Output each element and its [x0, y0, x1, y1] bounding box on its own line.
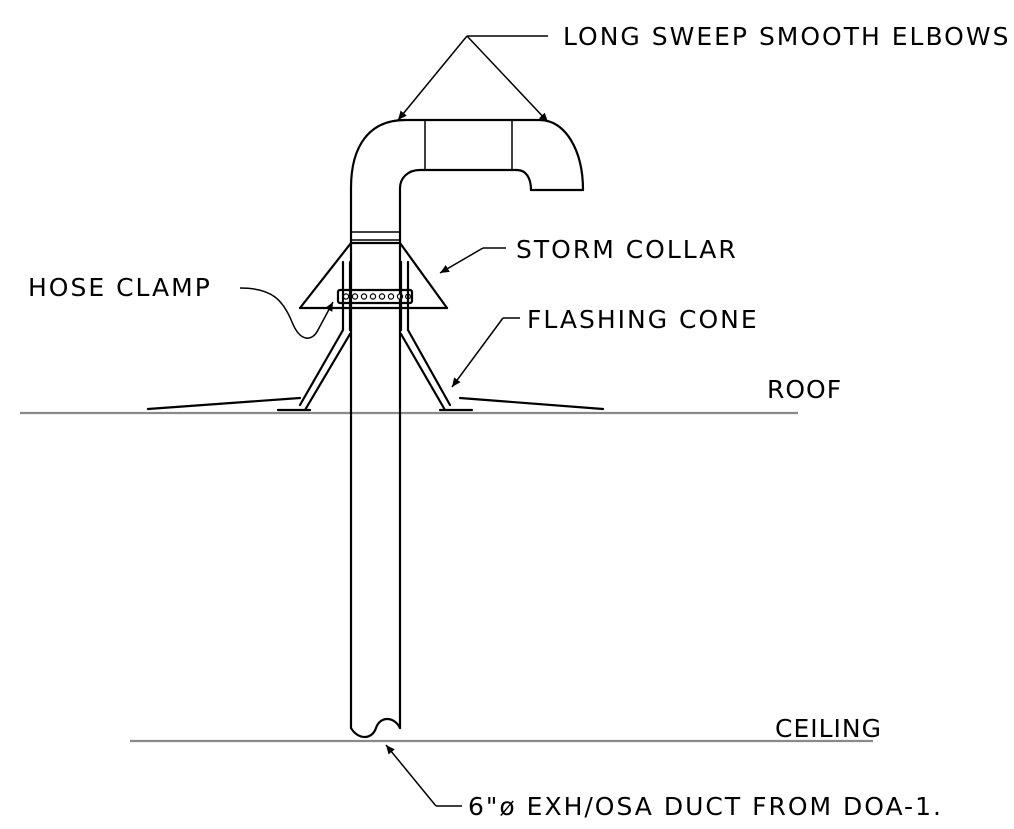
- label-flashing-cone: FLASHING CONE: [527, 305, 759, 334]
- hose-clamp: [336, 288, 414, 305]
- label-ceiling: CEILING: [775, 714, 882, 743]
- leader-hose-clamp: [239, 287, 334, 339]
- storm-collar: [298, 241, 449, 310]
- long-sweep-elbows: [349, 118, 585, 192]
- label-duct: 6"ø EXH/OSA DUCT FROM DOA-1.: [468, 792, 943, 821]
- label-roof: ROOF: [767, 375, 842, 404]
- label-long-sweep-elbows: LONG SWEEP SMOOTH ELBOWS: [563, 22, 1010, 51]
- leader-flashing-cone: [451, 317, 520, 388]
- label-storm-collar: STORM COLLAR: [516, 235, 738, 264]
- label-hose-clamp: HOSE CLAMP: [28, 273, 212, 302]
- flashing-cone: [146, 260, 605, 412]
- leader-storm-collar: [439, 247, 506, 274]
- duct-pipe: [349, 186, 402, 739]
- leader-elbows: [397, 35, 549, 123]
- leader-duct: [385, 744, 462, 807]
